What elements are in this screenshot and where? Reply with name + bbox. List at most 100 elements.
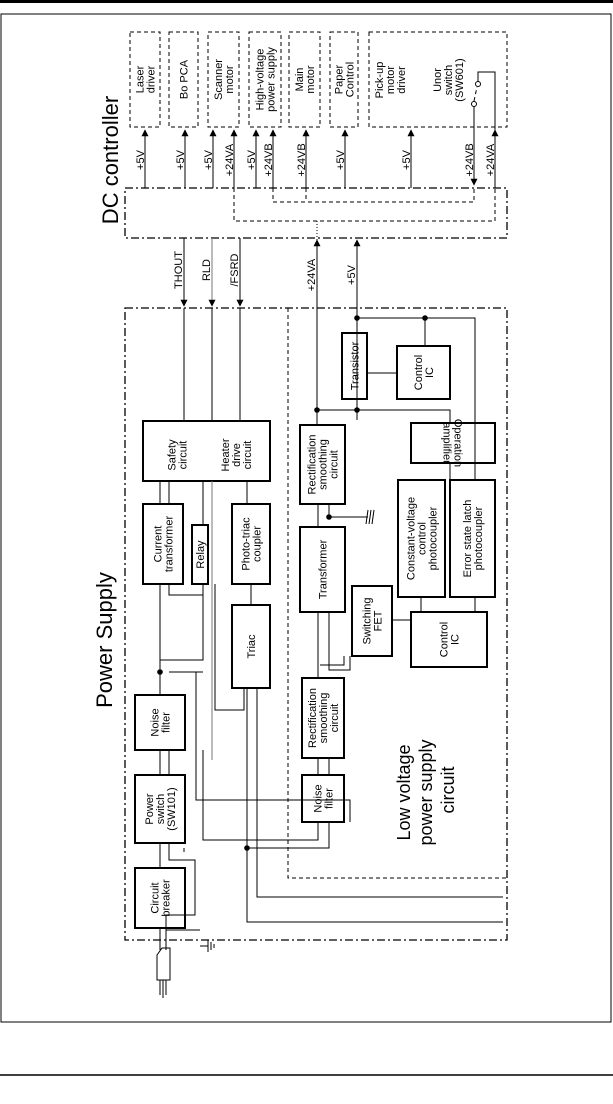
transistor-label: Transistor <box>350 341 362 390</box>
safety-label: Safetycircuit <box>167 439 190 471</box>
junction-dot <box>326 514 332 520</box>
op-amp-block <box>410 422 496 464</box>
circuit-breaker-label: Circuitbreaker <box>150 879 173 917</box>
transistor-block <box>341 332 368 400</box>
main-motor-block <box>288 31 321 128</box>
wire <box>256 688 503 898</box>
scanner-motor-label: Scannermotor <box>213 59 236 100</box>
dc-controller-title: DC controller <box>98 96 123 224</box>
transformer-label: Transformer <box>318 539 330 599</box>
bus-24vb <box>272 188 475 203</box>
supply-label: +5V <box>246 149 258 170</box>
thout-signal-label: THOUT <box>173 251 185 289</box>
wire <box>320 656 345 666</box>
junction-dot <box>354 407 360 413</box>
diagram-frame <box>0 13 612 1023</box>
switching-fet-block <box>351 585 393 657</box>
supply-label: +5V <box>135 149 147 170</box>
low-voltage-line: Low voltage <box>394 744 414 840</box>
supply-label: +24VB <box>263 143 275 176</box>
bo-pca-label: Bo PCA <box>179 59 191 99</box>
control-ic-2-label: ControlIC <box>439 622 462 657</box>
supply-label: +5V <box>175 149 187 170</box>
noise-filter-1-label: Noisefilter <box>150 708 173 736</box>
supply-label: +24VB <box>464 143 476 176</box>
main-motor-label: Mainmotor <box>294 65 317 93</box>
paper-control-label: PaperControl <box>334 62 357 97</box>
secondary-ground-icon <box>330 509 375 525</box>
control-ic-1-label: ControlIC <box>413 355 436 390</box>
rect-1-label: Rectificationsmoothingcircuit <box>307 435 341 495</box>
high-voltage-block <box>248 31 282 128</box>
dc-controller-box <box>124 187 508 239</box>
control-ic-2-block <box>410 611 488 668</box>
low-voltage-region <box>287 308 507 879</box>
wire <box>202 750 319 841</box>
wire <box>168 584 204 596</box>
unor-switch-label: Unorswitch(SW601) <box>432 58 466 101</box>
err-photocoupler-label: Error state latchphotocoupler <box>462 500 485 578</box>
rect-2-label: Rectificationsmoothingcircuit <box>307 688 341 748</box>
heater-label: Heaterdrivecircuit <box>220 438 254 471</box>
junction-dot <box>422 315 428 321</box>
page-top-rule <box>0 0 613 3</box>
op-amp-label: Operationamplifier <box>441 419 464 467</box>
low-voltage-title: Low voltage power supply circuit <box>394 734 458 845</box>
supply-label: +24VB <box>296 143 308 176</box>
switching-fet-label: SwitchingFET <box>362 597 385 644</box>
fsrd-signal-label: /FSRD <box>229 253 241 286</box>
wire <box>169 671 351 822</box>
supply-label: +24VA <box>485 143 497 176</box>
v24a-signal-label: +24VA <box>306 258 318 291</box>
laser-driver-block <box>129 31 161 128</box>
pickup-block <box>368 31 508 128</box>
pickup-label: Pick-upmotordriver <box>374 62 408 99</box>
bus-24va <box>233 188 496 222</box>
wire <box>356 317 476 480</box>
wire <box>246 688 503 923</box>
photo-triac-label: Photo-triaccoupler <box>241 517 264 571</box>
cv-photocoupler-label: Constant-voltagecontrolphotocoupler <box>406 497 440 580</box>
ground-icon <box>200 940 215 952</box>
supply-label: +5V <box>401 149 413 170</box>
current-transformer-label: Currenttransformer <box>153 516 176 573</box>
junction-dot <box>157 669 163 675</box>
junction-dot <box>314 407 320 413</box>
power-supply-box <box>124 307 508 941</box>
v5-signal-label: +5V <box>346 264 358 285</box>
power-switch-label: Powerswitch(SW101) <box>144 787 178 830</box>
high-voltage-label: High-voltagepower supply <box>255 47 278 112</box>
relay-label: Relay <box>195 540 207 569</box>
wire <box>247 822 330 849</box>
low-voltage-line: circuit <box>438 766 458 813</box>
relay-block <box>191 524 209 585</box>
wire <box>328 612 351 671</box>
unor-switch-symbol <box>470 71 496 186</box>
ac-plug-icon <box>156 947 171 998</box>
paper-control-block <box>329 31 359 128</box>
junction-dot <box>354 315 360 321</box>
power-supply-title: Power Supply <box>92 572 117 708</box>
low-voltage-line: power supply <box>416 739 436 845</box>
bo-pca-block <box>168 31 199 128</box>
laser-driver-label: Laserdriver <box>135 65 158 93</box>
err-photocoupler-block <box>449 479 496 598</box>
supply-label: +5V <box>203 149 215 170</box>
wire <box>165 843 196 950</box>
scanner-motor-block <box>207 31 240 128</box>
supply-label: +24VA <box>224 143 236 176</box>
triac-label: Triac <box>246 634 258 659</box>
supply-label: +5V <box>335 149 347 170</box>
safety-block <box>142 420 271 482</box>
transformer-block <box>299 526 346 613</box>
wire <box>160 584 204 661</box>
noise-filter-2-block <box>301 774 345 823</box>
rld-signal-label: RLD <box>201 259 213 281</box>
wire <box>214 584 245 711</box>
noise-filter-2-label: Noisefilter <box>313 784 336 812</box>
junction-dot <box>244 845 250 851</box>
wire <box>317 409 451 423</box>
rect-1-block <box>299 424 346 505</box>
current-transformer-block <box>142 503 184 585</box>
